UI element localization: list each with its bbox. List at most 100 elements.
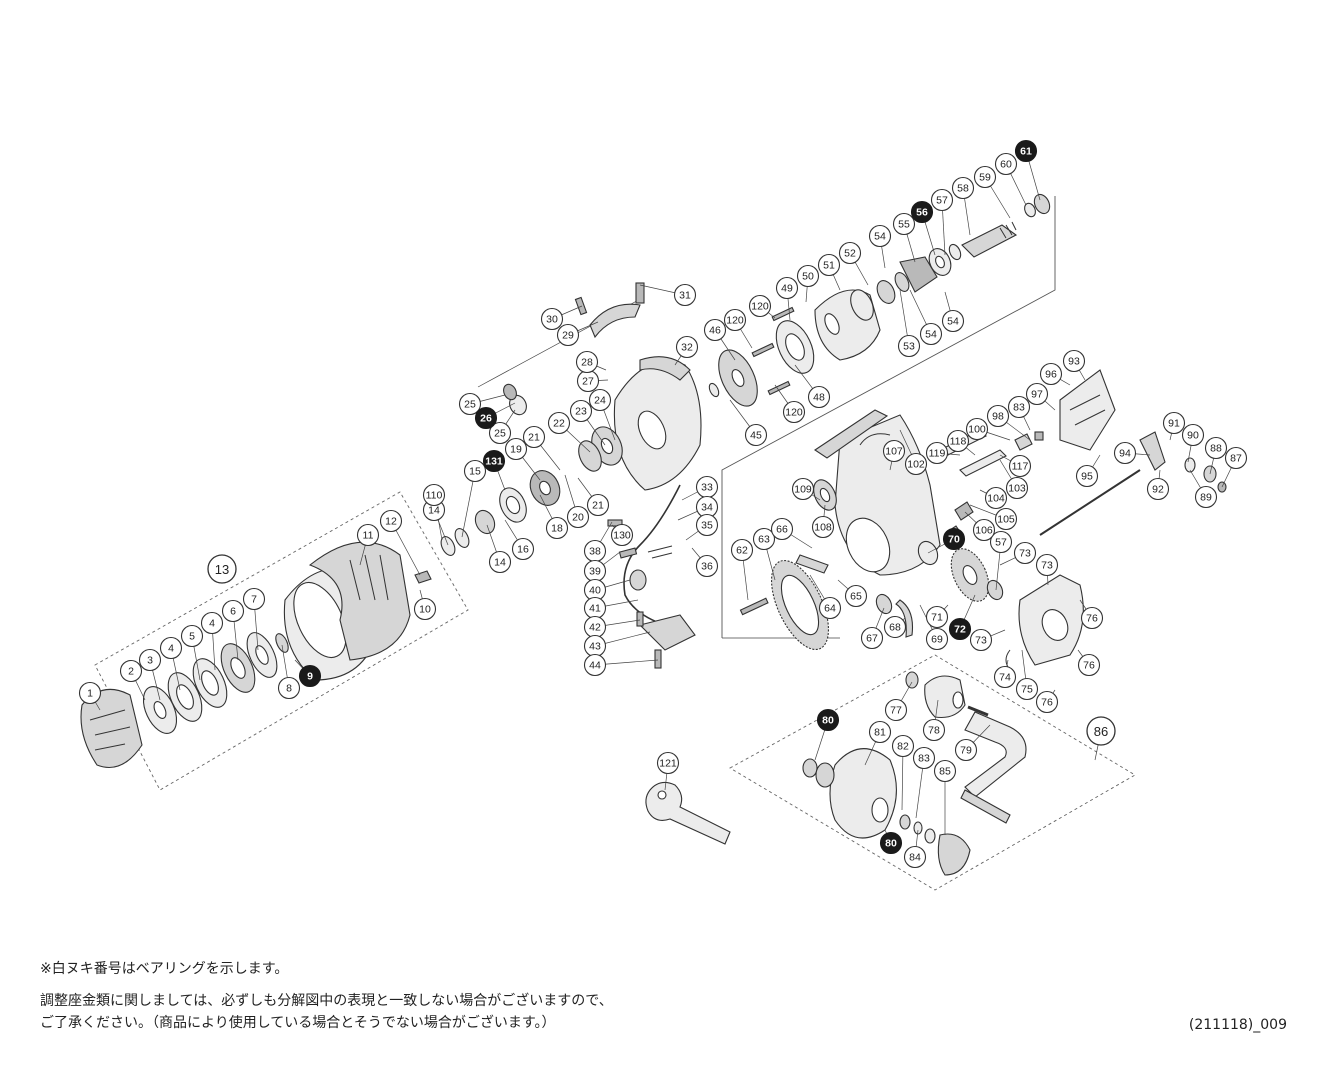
callout-circle — [277, 676, 301, 700]
callout-number: 90 — [1187, 430, 1199, 442]
callout-number: 27 — [582, 376, 594, 388]
callout-circle — [965, 417, 989, 441]
callout-number: 44 — [589, 660, 601, 672]
callout-number: 6 — [230, 606, 236, 618]
part-callout-104: 104 — [984, 486, 1008, 510]
handle-arm — [964, 711, 1027, 798]
callout-circle — [566, 505, 590, 529]
callout-number: 105 — [997, 514, 1015, 526]
part-callout-120: 120 — [782, 400, 806, 424]
part-callout-84: 84 — [903, 845, 927, 869]
callout-circle — [860, 626, 884, 650]
part-callout-54: 54 — [941, 309, 965, 333]
part-callout-73: 73 — [969, 628, 993, 652]
callout-circle — [1015, 677, 1039, 701]
callout-number: 84 — [909, 852, 921, 864]
callout-circle — [925, 605, 949, 629]
callout-number: 62 — [736, 545, 748, 557]
callout-number: 98 — [992, 411, 1004, 423]
callout-circle — [884, 698, 908, 722]
callout-number: 41 — [589, 603, 601, 615]
handle-knob — [829, 748, 897, 839]
callout-number: 8 — [286, 683, 292, 695]
callout-circle — [159, 636, 183, 660]
washer-note-line-2: ご了承ください。（商品により使用している場合とそうでない場合がございます。） — [40, 1015, 556, 1031]
callout-circle — [946, 429, 970, 453]
callout-number: 19 — [510, 444, 522, 456]
part-callout-15: 15 — [463, 459, 487, 483]
knob-cap — [937, 833, 971, 876]
part-callout-10: 10 — [413, 597, 437, 621]
callout-number: 120 — [785, 407, 803, 419]
callout-circle — [1224, 446, 1248, 470]
callout-number: 5 — [189, 631, 195, 643]
callout-circle — [695, 554, 719, 578]
callout-number: 75 — [1021, 684, 1033, 696]
exploded-parts-diagram: 1234546789101112131414151618192021212223… — [78, 139, 1248, 891]
spool-parts — [80, 541, 432, 769]
callout-number: 3 — [147, 655, 153, 667]
part-callout-57: 57 — [989, 530, 1013, 554]
callout-circle — [973, 165, 997, 189]
callout-number: 74 — [999, 672, 1011, 684]
callout-circle — [984, 486, 1008, 510]
part-callout-19: 19 — [504, 437, 528, 461]
callout-circle — [1035, 553, 1059, 577]
part-callout-72: 72 — [948, 617, 972, 641]
callout-circle — [1035, 690, 1059, 714]
callout-number: 79 — [960, 745, 972, 757]
callout-circle — [868, 720, 892, 744]
callout-circle — [994, 152, 1018, 176]
callout-number: 1 — [87, 688, 93, 700]
callout-circle — [969, 628, 993, 652]
callout-number: 76 — [1086, 613, 1098, 625]
callout-number: 96 — [1045, 369, 1057, 381]
part-callout-121: 121 — [656, 751, 680, 775]
callout-number: 15 — [469, 466, 481, 478]
part-callout-61: 61 — [1014, 139, 1038, 163]
callout-number: 51 — [823, 260, 835, 272]
callout-circle — [730, 538, 754, 562]
callout-number: 130 — [613, 530, 631, 542]
callout-number: 85 — [939, 766, 951, 778]
part-callout-93: 93 — [1062, 349, 1086, 373]
callout-circle — [119, 659, 143, 683]
callout-number: 64 — [824, 603, 836, 615]
part-callout-45: 45 — [744, 423, 768, 447]
callout-number: 54 — [874, 231, 886, 243]
part-callout-73: 73 — [1035, 553, 1059, 577]
part-callout-78: 78 — [922, 718, 946, 742]
callout-number: 52 — [844, 248, 856, 260]
part-callout-103: 103 — [1005, 476, 1029, 500]
part-callout-76: 76 — [1077, 653, 1101, 677]
callout-circle — [1039, 362, 1063, 386]
part-callout-44: 44 — [583, 653, 607, 677]
part-callout-59: 59 — [973, 165, 997, 189]
callout-number: 78 — [928, 725, 940, 737]
callout-number: 63 — [758, 534, 770, 546]
part-callout-85: 85 — [933, 759, 957, 783]
reel-foot — [814, 409, 889, 459]
callout-circle — [748, 294, 772, 318]
part-callout-110: 110 — [422, 483, 446, 507]
callout-number: 21 — [528, 432, 540, 444]
callout-number: 80 — [885, 838, 897, 850]
callout-circle — [752, 527, 776, 551]
callout-circle — [413, 597, 437, 621]
part-callout-63: 63 — [752, 527, 776, 551]
callout-circle — [547, 411, 571, 435]
part-callout-30: 30 — [540, 307, 564, 331]
callout-circle — [796, 264, 820, 288]
callout-circle — [556, 323, 580, 347]
part-callout-25: 25 — [488, 421, 512, 445]
callout-number: 77 — [890, 705, 902, 717]
part-callout-117: 117 — [1008, 454, 1032, 478]
handle-parts — [802, 671, 1027, 876]
callout-number: 71 — [931, 612, 943, 624]
part-callout-60: 60 — [994, 152, 1018, 176]
callout-number: 72 — [954, 624, 966, 636]
part-callout-83: 83 — [1007, 395, 1031, 419]
callout-number: 97 — [1031, 389, 1043, 401]
callout-circle — [817, 253, 841, 277]
part-callout-77: 77 — [884, 698, 908, 722]
